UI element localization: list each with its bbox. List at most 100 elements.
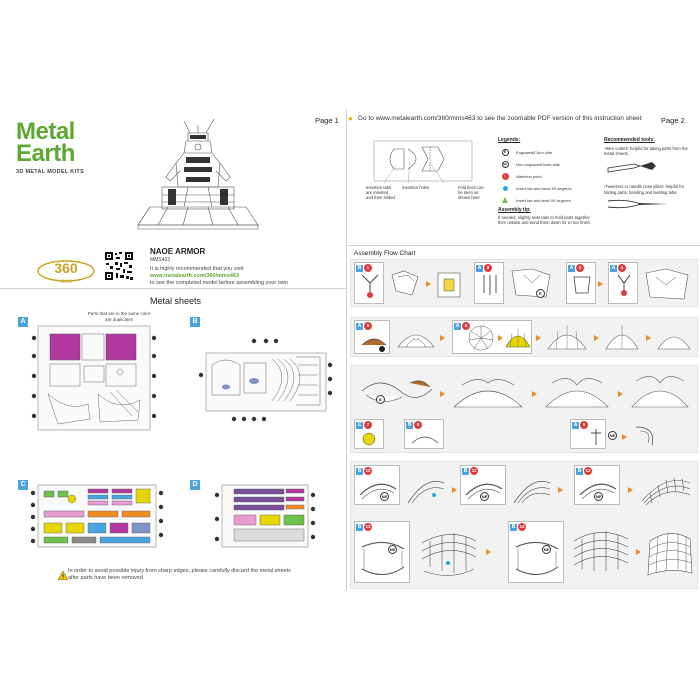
legend-non-engraved: NE Non-engraved/Inner side [498,158,598,170]
page-number: Page 2 [661,116,685,125]
step-sheet: A [610,264,617,272]
step-5-part [361,338,387,352]
step-6-dome-assembly [547,325,587,350]
flow-arrow [558,487,563,493]
legend-engraved: E Engraved/Color side [498,146,598,158]
step-6-result [657,336,691,350]
badge-word: view [60,279,73,285]
step-4-tag: A 4 [610,264,626,272]
metal-sheet-d [214,484,316,548]
wire-cutters-icon [607,162,656,173]
legends-title: Legends: [498,137,521,143]
flow-arrow [594,335,599,341]
recommend-line-1: It is highly recommended that you visit [150,266,244,272]
step-sheet: A [356,322,363,330]
step-number: 13 [364,523,372,531]
logo-line-2: Earth [16,140,75,167]
step-number: 9 [580,421,588,429]
qr-code[interactable] [104,251,134,281]
step-13-frame [354,521,410,583]
duplicate-note: Parts that are in the same color are dup… [87,311,151,322]
legend-text: Attention point [516,173,542,179]
step-horn-helmet-2 [545,378,609,408]
pliers-text: -Tweezers or needle nose pliers: helpful… [604,184,685,195]
flow-arrow [440,391,445,397]
insertion-diagram [373,140,473,184]
instruction-sheet: Page 1 Metal Earth 3D METAL MODEL KITS [0,109,700,591]
flow-chart-title: Assembly Flow Chart [354,250,416,257]
assembly-tip-title: Assembly tip: [498,207,531,213]
model-code: MMS463 [150,257,171,263]
metal-sheet-b [198,338,333,422]
step-13-assembly [421,533,477,576]
recommend-link[interactable]: www.metalearth.com/360/mms463 [150,273,240,279]
legends: Legends: E Engraved/Color side NE Non-en… [498,137,598,206]
step-10-tag: B 10 [356,467,372,475]
step-12-tag: B 12 [576,467,592,475]
section-divider [348,245,700,246]
step-horn-assembly [361,380,433,402]
flow-arrow [536,335,541,341]
page-1: Page 1 Metal Earth 3D METAL MODEL KITS [0,109,347,591]
insertion-holes-label: Insertion holes [402,185,430,190]
logo-tagline: 3D METAL MODEL KITS [16,169,85,175]
step-10-part [359,483,397,500]
step-horn-result [631,376,689,408]
step-2-assembly [511,268,551,298]
step-11-part [465,483,503,500]
step-9-part [591,429,601,445]
metal-sheets-title: Metal sheets [150,296,202,306]
pdf-url-note[interactable]: Go to www.metalearth.com/360/mms463 to s… [358,115,642,122]
step-7-part [362,432,376,446]
legend-text: Non-engraved/Inner side [516,161,561,167]
flow-arrow [440,335,445,341]
step-number: 12 [584,467,592,475]
badge-number: 360 [54,260,78,276]
legend-bend: Insert tab and bend 90 degrees [498,182,598,194]
sheet-label-a: A [18,317,28,327]
twist-triangle-icon [502,197,508,203]
step-3-part [573,276,591,294]
step-4-part [617,274,631,296]
section-divider [0,288,347,289]
step-horn-helmet [453,379,523,408]
legend-attention: ! Attention point [498,170,598,182]
metal-sheet-a [31,325,157,431]
non-engraved-icon: NE [501,160,509,168]
step-13-part [361,541,405,575]
step-8-tag: B 8 [406,421,422,429]
step-5-assembly [397,334,435,348]
step-7-tag: C 7 [356,421,372,429]
non-engraved-mark: NE [608,431,617,440]
assembly-tip-text: If needed, slightly twist tabs to hold p… [498,215,590,226]
step-14-frame [508,521,564,583]
flow-arrow [618,391,623,397]
step-number: 11 [470,467,478,475]
flow-arrow [486,549,491,555]
step-sheet: B [356,264,363,272]
step-1-result [437,272,461,298]
metal-earth-logo: Metal Earth 3D METAL MODEL KITS [16,120,126,176]
step-number: 3 [576,264,584,272]
recommendation-text: It is highly recommended that you visit … [150,266,340,287]
step-12-result [641,477,691,506]
sheet-label-c: C [18,480,28,490]
step-sheet: B [462,467,469,475]
step-sheet: A [572,421,579,429]
insertion-tabs-label: Insertion tabs are inserted and then fol… [366,185,395,200]
warning-text: In order to avoid possible injury from s… [68,568,291,581]
step-sheet: A [568,264,575,272]
step-1-assembly [391,270,419,296]
legend-twist: Insert tab and twist 90 degrees [498,194,598,206]
step-11-assembly [513,480,551,504]
step-10-assembly [407,480,445,504]
flow-arrow [452,487,457,493]
engraved-mark: E [536,289,545,298]
tools-title: Recommended tools: [604,137,655,143]
step-number: 7 [364,421,372,429]
metal-sheet-c [30,484,164,548]
flow-arrow [628,487,633,493]
legend-text: Engraved/Color side [516,149,553,155]
model-name: NAOE ARMOR [150,247,206,256]
non-engraved-mark: NE [542,545,551,554]
